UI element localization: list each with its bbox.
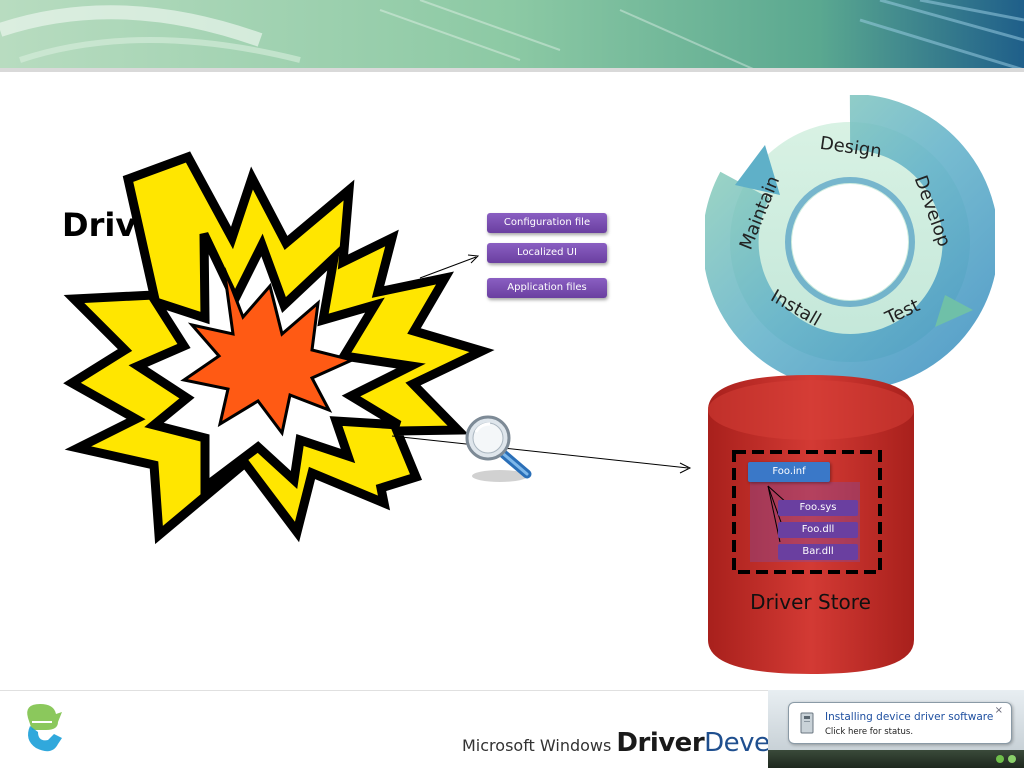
driver-dev-logo-icon	[27, 704, 62, 752]
driver-store-label: Driver Store	[750, 590, 871, 614]
header-banner	[0, 0, 1024, 72]
close-icon[interactable]: ×	[994, 705, 1003, 716]
brand-wordmark: Microsoft Windows DriverDevelo	[462, 728, 768, 760]
magnifier-icon	[465, 415, 532, 482]
install-notification-balloon[interactable]: Installing device driver software Click …	[788, 702, 1012, 744]
store-file-foo-sys: Foo.sys	[778, 500, 858, 516]
brand-bold: Driver	[616, 728, 705, 758]
notification-area: Installing device driver software Click …	[768, 690, 1024, 768]
store-file-bar-dll: Bar.dll	[778, 544, 858, 560]
tray-network-icon	[1008, 755, 1016, 763]
taskbar	[768, 750, 1024, 768]
notification-title: Installing device driver software	[825, 711, 994, 723]
application-files-box: Application files	[487, 278, 607, 298]
notification-subtitle[interactable]: Click here for status.	[825, 727, 914, 737]
configuration-file-box: Configuration file	[487, 213, 607, 233]
tray-icons	[996, 755, 1016, 763]
store-file-foo-dll: Foo.dll	[778, 522, 858, 538]
device-installer-icon	[800, 712, 814, 734]
lifecycle-cycle: Design Develop Test Install Maintain	[705, 95, 995, 385]
explosion-core	[180, 267, 357, 437]
localized-ui-box: Localized UI	[487, 243, 607, 263]
store-inf-file: Foo.inf	[748, 462, 830, 482]
brand-prefix: Microsoft Windows	[462, 736, 612, 755]
brand-suffix: DriverDevelo	[616, 728, 768, 758]
footer	[0, 690, 1024, 752]
tray-shield-icon	[996, 755, 1004, 763]
brand-rest: Develo	[704, 728, 768, 758]
